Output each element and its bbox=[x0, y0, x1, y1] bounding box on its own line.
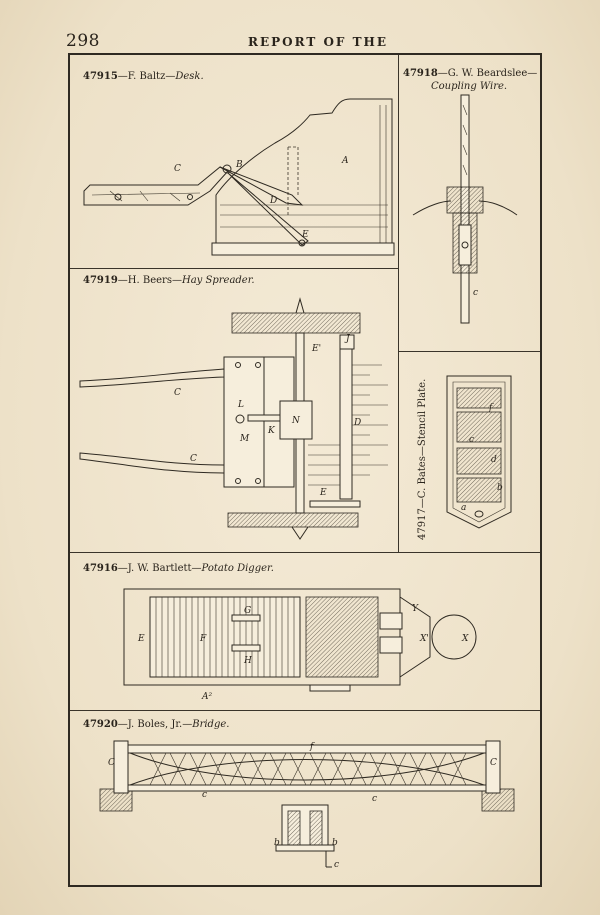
figure-letter: b bbox=[497, 483, 503, 493]
page-number: 298 bbox=[66, 31, 100, 51]
inventor-name: F. Baltz bbox=[127, 71, 166, 82]
figure-letter: L bbox=[237, 400, 244, 410]
figure-letter: b bbox=[332, 838, 338, 848]
figure-letter: c bbox=[334, 860, 339, 870]
figure-letter: a bbox=[461, 503, 466, 513]
figure-letter: X' bbox=[419, 634, 429, 644]
figure-caption-desk: 47915—F. Baltz—Desk. bbox=[83, 71, 204, 82]
potato-digger-drawing: E F G H Y X' X A² bbox=[123, 588, 477, 702]
inventor-name: J. W. Bartlett bbox=[127, 563, 192, 574]
figure-letter: G bbox=[244, 606, 251, 616]
stencil-plate-drawing: f c d b a bbox=[446, 375, 512, 529]
figure-letter: c bbox=[202, 790, 207, 800]
desk-drawing: C B A D E bbox=[83, 98, 395, 256]
figure-letter: N bbox=[291, 416, 301, 426]
figure-letter: M bbox=[239, 434, 250, 444]
figure-caption-hay-spreader: 47919—H. Beers—Hay Spreader. bbox=[83, 275, 255, 286]
figure-letter: C bbox=[490, 758, 497, 768]
figure-caption-bridge: 47920—J. Boles, Jr.—Bridge. bbox=[83, 719, 230, 730]
figure-letter: D bbox=[269, 196, 277, 206]
figure-plate-frame: 47915—F. Baltz—Desk. bbox=[68, 53, 542, 887]
bridge-drawing: C f C c c b b c bbox=[99, 740, 515, 870]
figure-letter: C bbox=[174, 164, 181, 174]
figure-panel-bridge: 47920—J. Boles, Jr.—Bridge. bbox=[70, 711, 540, 885]
figure-panel-coupling-wire: 47918—G. W. Beardslee— Coupling Wire. c bbox=[399, 55, 540, 352]
figure-panel-potato-digger: 47916—J. W. Bartlett—Potato Digger. E F … bbox=[70, 553, 540, 711]
figure-letter: A² bbox=[201, 692, 212, 702]
figure-letter: E bbox=[301, 230, 309, 240]
figure-letter: H bbox=[243, 656, 252, 666]
figure-letter: c bbox=[473, 288, 478, 298]
invention-name: Hay Spreader. bbox=[181, 275, 255, 286]
invention-name: Bridge. bbox=[192, 719, 230, 730]
figure-caption-coupling-wire: 47918—G. W. Beardslee— bbox=[403, 68, 538, 79]
patent-number: 47918 bbox=[403, 68, 438, 79]
figure-letter: F bbox=[199, 634, 207, 644]
figure-letter: d bbox=[491, 455, 497, 465]
figure-letter: C bbox=[108, 758, 115, 768]
figure-letter: c bbox=[372, 794, 377, 804]
coupling-wire-drawing: c bbox=[412, 94, 518, 324]
figure-panel-stencil-plate: 47917—C. Bates—Stencil Plate. f c d b a bbox=[399, 352, 540, 553]
figure-letter: C bbox=[174, 388, 181, 398]
inventor-name: G. W. Beardslee bbox=[447, 68, 528, 79]
figure-panel-desk: 47915—F. Baltz—Desk. bbox=[70, 55, 399, 269]
figure-letter: E' bbox=[311, 344, 321, 354]
invention-name: Potato Digger. bbox=[201, 563, 274, 574]
patent-number: 47916 bbox=[83, 563, 118, 574]
figure-caption-potato-digger: 47916—J. W. Bartlett—Potato Digger. bbox=[83, 563, 274, 574]
figure-letter: E bbox=[137, 634, 145, 644]
figure-letter: A bbox=[341, 156, 349, 166]
invention-name: Desk. bbox=[175, 71, 204, 82]
figure-letter: b bbox=[274, 838, 280, 848]
hay-spreader-drawing: E' J C L N M K D C E bbox=[79, 297, 388, 540]
patent-number: 47920 bbox=[83, 719, 118, 730]
figure-letter: f bbox=[309, 742, 315, 752]
figure-letter: B bbox=[235, 160, 243, 170]
patent-number: 47915 bbox=[83, 71, 118, 82]
figure-letter: Y bbox=[412, 604, 419, 614]
figure-panel-hay-spreader: 47919—H. Beers—Hay Spreader. bbox=[70, 269, 399, 553]
patent-number: 47919 bbox=[83, 275, 118, 286]
figure-letter: X bbox=[461, 634, 469, 644]
invention-name: Coupling Wire. bbox=[431, 81, 508, 92]
figure-letter: K bbox=[267, 426, 276, 436]
running-head: REPORT OF THE bbox=[248, 35, 389, 49]
figure-letter: c bbox=[469, 435, 474, 445]
figure-letter: C bbox=[190, 454, 197, 464]
figure-letter: f bbox=[488, 403, 494, 413]
inventor-name: H. Beers bbox=[127, 275, 172, 286]
figure-letter: E bbox=[319, 488, 327, 498]
inventor-name: J. Boles, Jr. bbox=[127, 719, 183, 730]
figure-letter: J bbox=[344, 334, 351, 344]
figure-letter: D bbox=[353, 418, 361, 428]
